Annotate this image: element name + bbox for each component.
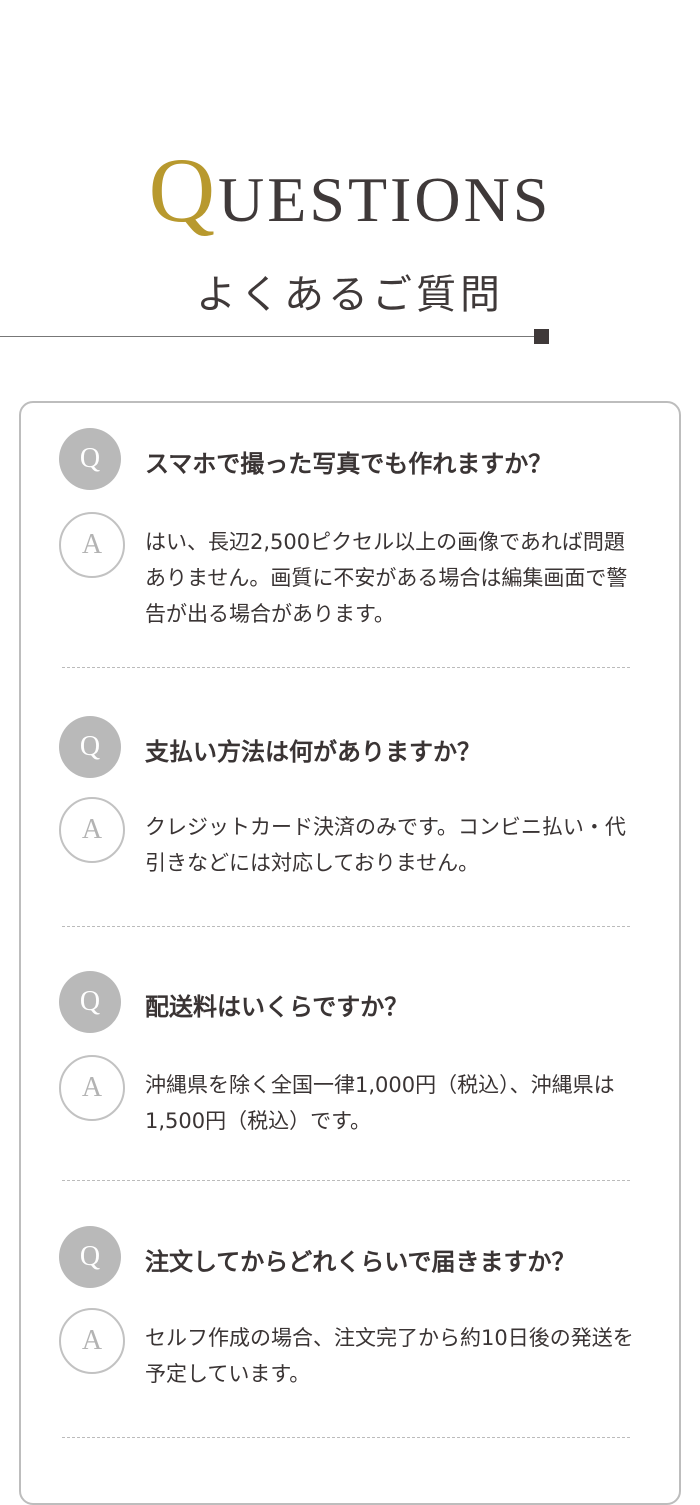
faq-question: 配送料はいくらですか？ xyxy=(145,993,409,1021)
answer-badge-icon: A xyxy=(59,1308,125,1374)
divider-line xyxy=(0,336,540,337)
question-badge-icon: Q xyxy=(59,428,121,490)
answer-badge-icon: A xyxy=(59,1055,125,1121)
faq-separator xyxy=(62,1437,630,1438)
faq-question: 注文してからどれくらいで届きますか？ xyxy=(145,1248,576,1276)
faq-answer: 沖縄県を除く全国一律1,000円（税込）、沖縄県は1,500円（税込）です。 xyxy=(145,1073,615,1133)
question-badge-icon: Q xyxy=(59,716,121,778)
faq-separator xyxy=(62,926,630,927)
faq-separator xyxy=(62,1180,630,1181)
title-rest: UESTIONS xyxy=(218,164,552,235)
faq-question: 支払い方法は何がありますか？ xyxy=(145,738,481,766)
answer-badge-icon: A xyxy=(59,512,125,578)
section-title: QUESTIONS xyxy=(0,144,700,240)
question-badge-icon: Q xyxy=(59,1226,121,1288)
faq-separator xyxy=(62,667,630,668)
faq-answer: はい、長辺2,500ピクセル以上の画像であれば問題ありません。画質に不安がある場… xyxy=(145,530,628,626)
question-badge-icon: Q xyxy=(59,971,121,1033)
divider-square xyxy=(534,329,549,344)
title-initial: Q xyxy=(148,139,219,241)
faq-answer: セルフ作成の場合、注文完了から約10日後の発送を予定しています。 xyxy=(145,1326,634,1386)
answer-badge-icon: A xyxy=(59,797,125,863)
faq-question: スマホで撮った写真でも作れますか？ xyxy=(145,450,553,478)
faq-answer: クレジットカード決済のみです。コンビニ払い・代引きなどには対応しておりません。 xyxy=(145,815,626,875)
section-subtitle: よくあるご質問 xyxy=(196,272,504,318)
